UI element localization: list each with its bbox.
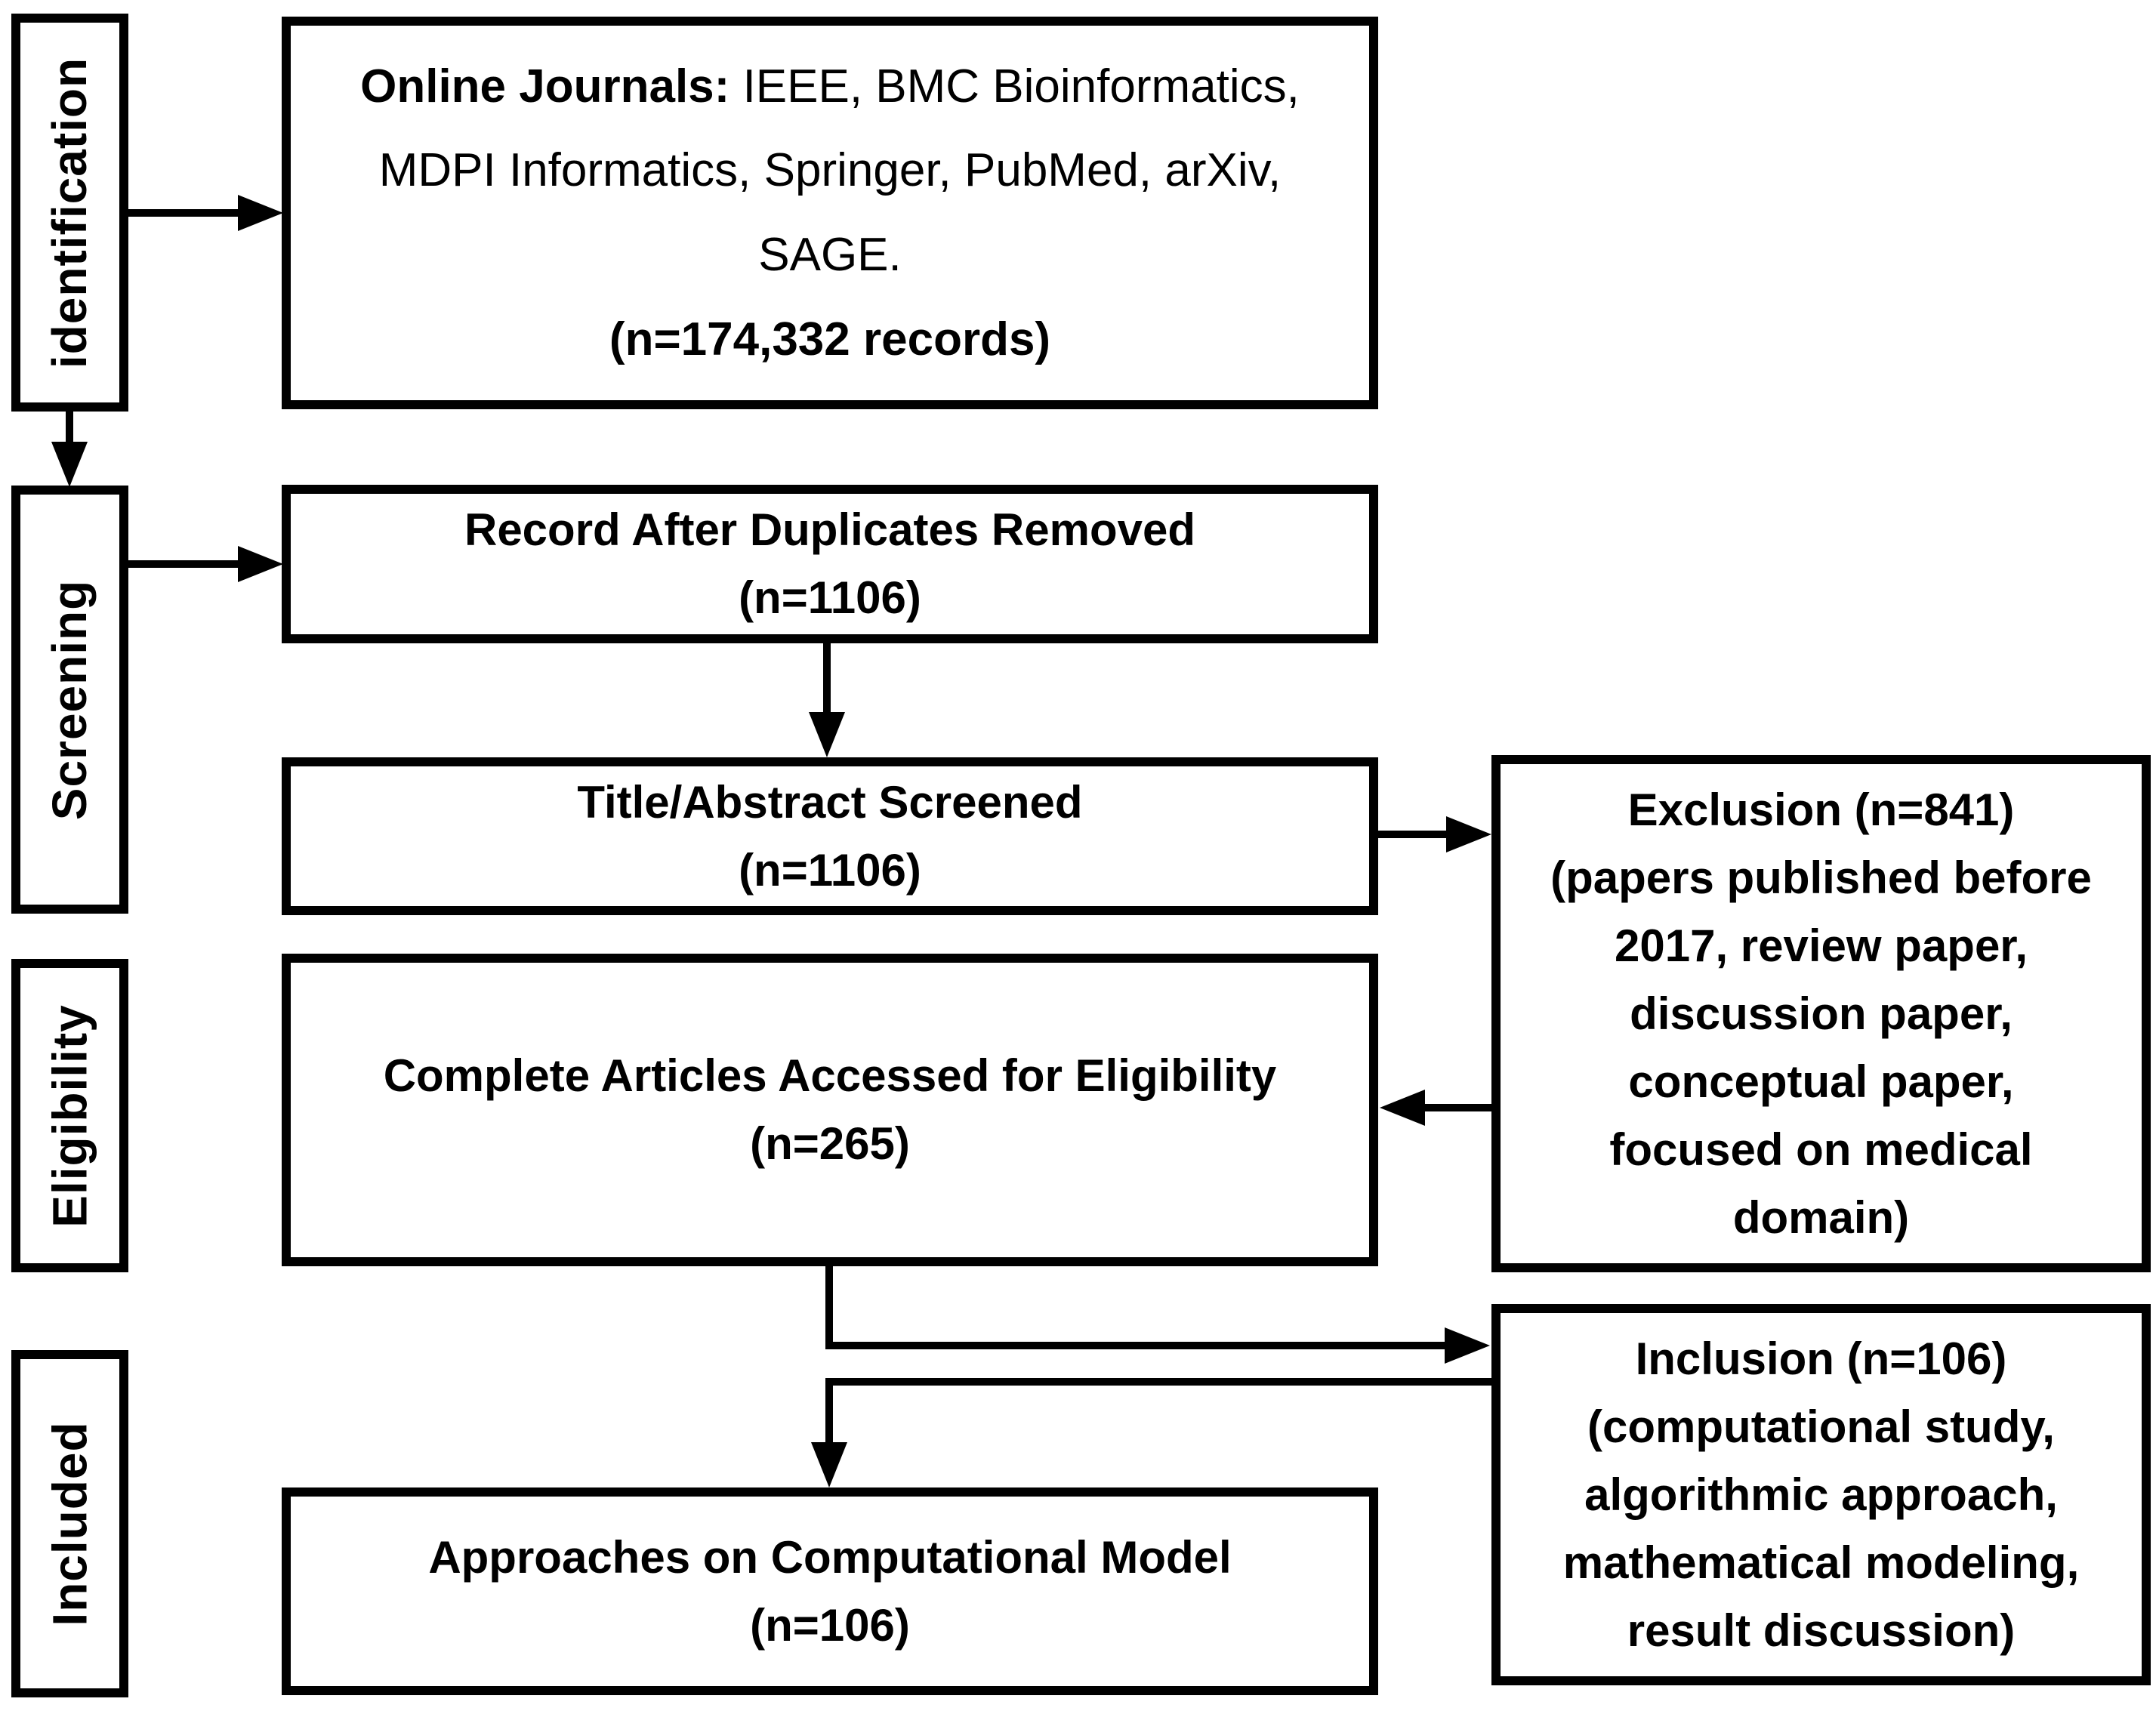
arrow-screening-to-duplicates-shaft bbox=[128, 560, 242, 568]
stage-label-identification: identification bbox=[42, 57, 97, 368]
arrow-identification-to-screening-shaft bbox=[66, 412, 73, 445]
arrow-complete-articles-to-inclusion-vertical-shaft bbox=[825, 1266, 833, 1349]
stage-label-included: Included bbox=[42, 1421, 97, 1626]
arrow-complete-articles-to-inclusion-head bbox=[1445, 1327, 1490, 1364]
complete-articles-text: Complete Articles Accessed for Eligibili… bbox=[383, 1050, 1277, 1169]
arrow-identification-to-online-journals-head bbox=[238, 195, 283, 231]
stage-box-identification: identification bbox=[11, 14, 128, 412]
stage-label-screening: Screening bbox=[42, 579, 97, 820]
arrow-exclusion-to-complete-articles-head bbox=[1380, 1090, 1425, 1126]
inclusion-box: Inclusion (n=106) (computational study, … bbox=[1491, 1304, 2151, 1685]
duplicates-removed-text: Record After Duplicates Removed (n=1106) bbox=[464, 504, 1196, 623]
stage-box-eligibility: Eligibility bbox=[11, 959, 128, 1272]
arrow-inclusion-to-approaches-head bbox=[811, 1442, 847, 1487]
stage-box-included: Included bbox=[11, 1350, 128, 1697]
exclusion-text: Exclusion (n=841) (papers published befo… bbox=[1550, 784, 2092, 1243]
online-journals-count: (n=174,332 records) bbox=[609, 313, 1051, 365]
approaches-computational-model-text: Approaches on Computational Model (n=106… bbox=[428, 1531, 1232, 1651]
title-abstract-screened-box: Title/Abstract Screened (n=1106) bbox=[282, 757, 1378, 915]
arrow-identification-to-screening-head bbox=[51, 442, 88, 487]
arrow-screening-to-duplicates-head bbox=[238, 546, 283, 582]
complete-articles-box: Complete Articles Accessed for Eligibili… bbox=[282, 954, 1378, 1266]
online-journals-sources: IEEE, BMC Bioinformatics, MDPI Informati… bbox=[378, 60, 1300, 281]
arrow-identification-to-online-journals-shaft bbox=[128, 209, 242, 217]
online-journals-label: Online Journals: bbox=[360, 60, 730, 113]
arrow-inclusion-to-approaches-vertical-shaft bbox=[825, 1378, 833, 1446]
stage-label-eligibility: Eligibility bbox=[42, 1003, 97, 1228]
approaches-computational-model-box: Approaches on Computational Model (n=106… bbox=[282, 1487, 1378, 1695]
inclusion-text: Inclusion (n=106) (computational study, … bbox=[1562, 1333, 2080, 1656]
online-journals-sources-text: Online Journals: IEEE, BMC Bioinformatic… bbox=[318, 45, 1342, 297]
title-abstract-screened-text: Title/Abstract Screened (n=1106) bbox=[577, 776, 1083, 896]
duplicates-removed-box: Record After Duplicates Removed (n=1106) bbox=[282, 485, 1378, 643]
stage-box-screening: Screening bbox=[11, 486, 128, 914]
arrow-duplicates-to-title-abstract-head bbox=[809, 712, 845, 757]
arrow-inclusion-to-approaches-horizontal-shaft bbox=[825, 1378, 1491, 1386]
exclusion-box: Exclusion (n=841) (papers published befo… bbox=[1491, 755, 2151, 1272]
arrow-title-abstract-to-exclusion-shaft bbox=[1378, 831, 1450, 838]
arrow-title-abstract-to-exclusion-head bbox=[1446, 816, 1491, 852]
online-journals-box: Online Journals: IEEE, BMC Bioinformatic… bbox=[282, 17, 1378, 409]
arrow-duplicates-to-title-abstract-shaft bbox=[823, 643, 831, 715]
arrow-complete-articles-to-inclusion-horizontal-shaft bbox=[825, 1342, 1446, 1349]
arrow-exclusion-to-complete-articles-shaft bbox=[1421, 1104, 1491, 1111]
